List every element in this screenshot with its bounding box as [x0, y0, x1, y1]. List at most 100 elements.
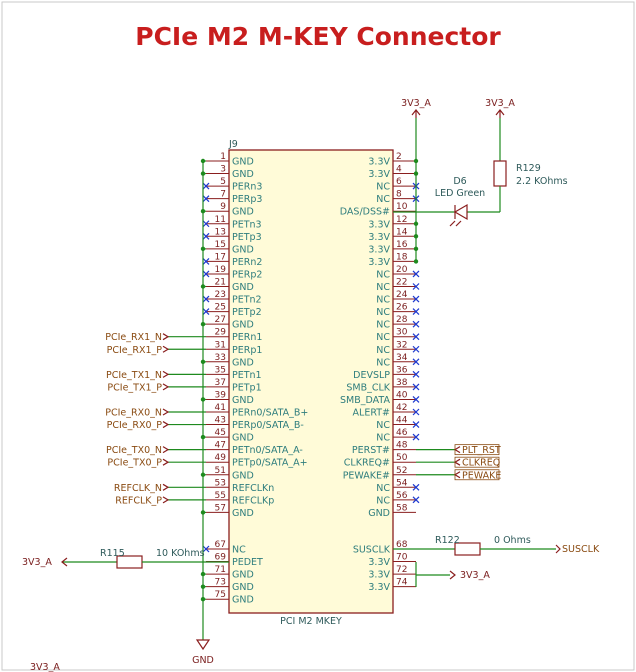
pin-name: PETn2 — [232, 295, 262, 306]
net-label: PCIe_TX1_P — [107, 382, 162, 393]
sheet-title: PCIe M2 M-KEY Connector — [135, 22, 501, 51]
pin-name: GND — [232, 244, 254, 255]
net-port — [162, 483, 170, 491]
pin-name: NC — [376, 420, 390, 431]
net-label: PCIe_TX1_N — [106, 370, 162, 381]
pin-number: 16 — [396, 240, 408, 250]
net-label: PCIe_RX0_N — [105, 408, 162, 419]
pin-name: PERn2 — [232, 257, 262, 268]
net-label: PEWAKE — [462, 470, 501, 481]
net-port — [162, 421, 170, 429]
pin-number: 54 — [396, 478, 408, 488]
net-port — [453, 458, 461, 466]
pin-name: REFCLKn — [232, 483, 274, 494]
pin-number: 38 — [396, 378, 408, 388]
led-d6-symbol — [453, 203, 468, 221]
pin-name: 3.3V — [368, 244, 390, 255]
pin-number: 42 — [396, 403, 407, 413]
pin-number: 20 — [396, 265, 408, 275]
pin-name: PETp3 — [232, 232, 262, 243]
pin-name: NC — [232, 545, 246, 556]
pin-number: 46 — [396, 428, 408, 438]
r122-ref: R122 — [435, 535, 460, 546]
pin-name: REFCLKp — [232, 495, 274, 506]
pin-name: GND — [232, 357, 254, 368]
net-port — [162, 408, 170, 416]
pin-number: 5 — [220, 177, 226, 187]
connector-value: PCI M2 MKEY — [280, 616, 342, 627]
pin-name: PERp1 — [232, 345, 262, 356]
pin-number: 24 — [396, 290, 408, 300]
pin-number: 25 — [215, 303, 226, 313]
pin-name: 3.3V — [368, 570, 390, 581]
pin-name: NC — [376, 182, 390, 193]
pin-number: 36 — [396, 365, 408, 375]
pin-number: 74 — [396, 578, 408, 588]
net-label: PCIe_RX0_P — [107, 420, 163, 431]
pin-name: 3.3V — [368, 257, 390, 268]
net-label: PCIe_TX0_N — [106, 445, 162, 456]
pin-name: SMB_CLK — [346, 382, 390, 393]
pin-number: 33 — [215, 353, 226, 363]
pwr-arrow-left — [61, 557, 68, 567]
pin-name: PERp2 — [232, 269, 262, 280]
pwr-arrow-top-b — [495, 109, 505, 116]
pin-name: NC — [376, 320, 390, 331]
d6-value: LED Green — [435, 188, 485, 199]
net-flag — [454, 456, 500, 468]
pin-number: 56 — [396, 491, 408, 501]
pin-name: NC — [376, 295, 390, 306]
pin-number: 15 — [215, 240, 226, 250]
pin-number: 68 — [396, 540, 408, 550]
gnd-symbol — [195, 639, 211, 651]
pin-name: GND — [232, 582, 254, 593]
pin-name: DEVSLP — [353, 370, 390, 381]
pin-name: PEDET — [232, 557, 263, 568]
net-label: PLT_RST — [462, 445, 501, 456]
pin-number: 28 — [396, 315, 408, 325]
r115-value: 10 KOhms — [156, 548, 205, 559]
pin-name: PETn0/SATA_A- — [232, 445, 303, 456]
pin-number: 72 — [396, 565, 407, 575]
net-flag — [454, 469, 500, 481]
pin-name: 3.3V — [368, 232, 390, 243]
pin-name: GND — [232, 470, 254, 481]
pin-name: NC — [376, 307, 390, 318]
pin-number: 35 — [215, 365, 226, 375]
net-label: PCIe_RX1_P — [107, 345, 163, 356]
pin-number: 58 — [396, 503, 408, 513]
pin-number: 49 — [215, 453, 227, 463]
pin-name: NC — [376, 495, 390, 506]
pwr-arrow-top-a — [411, 109, 421, 116]
pin-name: GND — [232, 433, 254, 444]
pin-name: NC — [376, 282, 390, 293]
pin-name: PERn1 — [232, 332, 262, 343]
d6-ref: D6 — [453, 176, 466, 187]
r115-ref: R115 — [100, 548, 125, 559]
r129-symbol — [493, 160, 507, 187]
pin-number: 69 — [215, 553, 227, 563]
pin-number: 57 — [215, 503, 226, 513]
pin-name: PETn1 — [232, 370, 262, 381]
pin-name: PERn0/SATA_B+ — [232, 408, 308, 419]
pin-name: CLKREQ# — [344, 458, 390, 469]
pin-number: 71 — [215, 565, 226, 575]
pin-number: 19 — [215, 265, 227, 275]
pwr-label-top-a: 3V3_A — [401, 98, 431, 109]
pin-number: 26 — [396, 303, 408, 313]
net-port — [162, 496, 170, 504]
net-port — [162, 370, 170, 378]
pin-name: GND — [232, 169, 254, 180]
pin-number: 48 — [396, 441, 408, 451]
pin-name: SUSCLK — [353, 545, 391, 556]
pin-number: 13 — [215, 227, 226, 237]
pin-name: 3.3V — [368, 157, 390, 168]
pin-name: 3.3V — [368, 169, 390, 180]
pin-name: NC — [376, 483, 390, 494]
pin-number: 12 — [396, 215, 407, 225]
pin-name: NC — [376, 357, 390, 368]
net-label: PCIe_TX0_P — [107, 458, 162, 469]
